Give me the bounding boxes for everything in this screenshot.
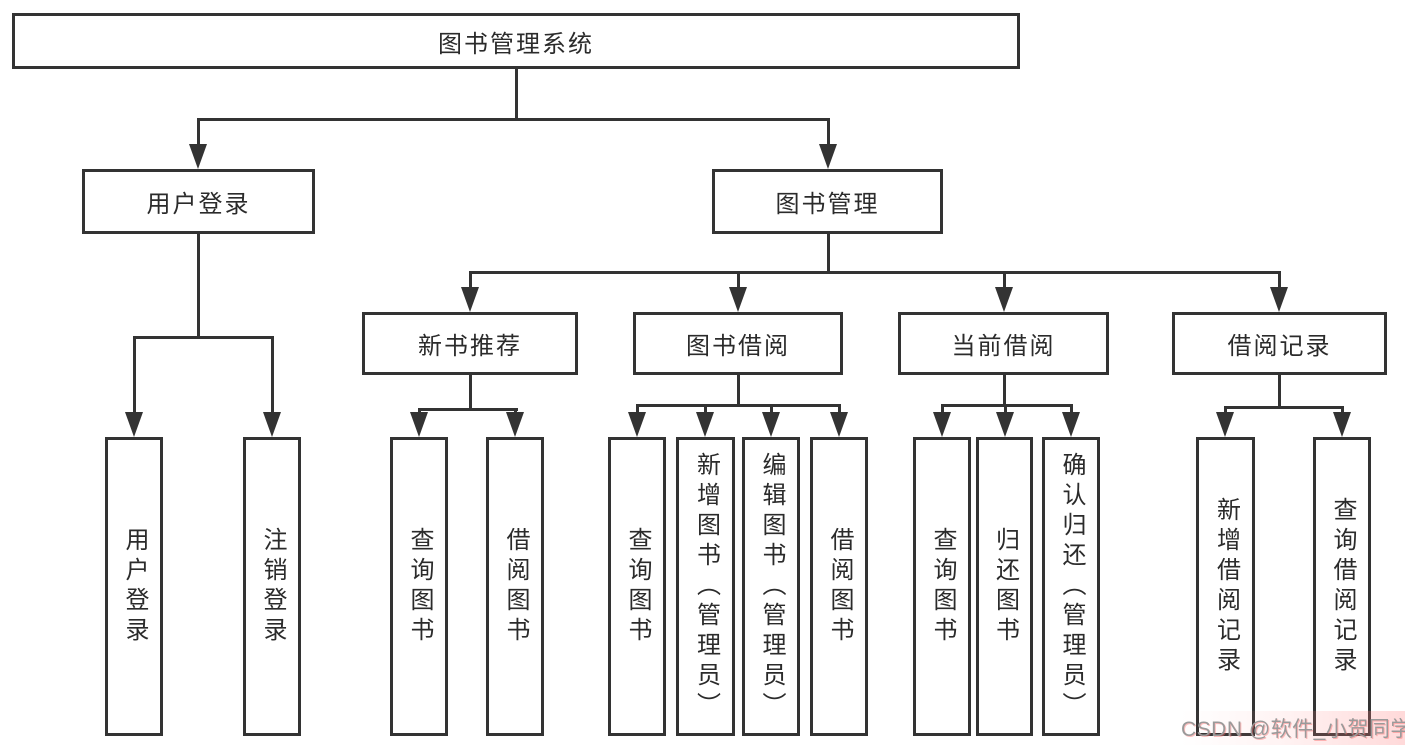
node-user-login: 用户登录: [82, 169, 315, 234]
node-new-book-recommendation: 新书推荐: [362, 312, 578, 375]
leaf-query-books-current: 查询图书: [913, 437, 971, 736]
node-book-management: 图书管理: [712, 169, 943, 234]
leaf-query-books-recommend: 查询图书: [390, 437, 448, 736]
leaf-query-books-borrowing: 查询图书: [608, 437, 666, 736]
node-current-borrowing: 当前借阅: [898, 312, 1109, 375]
connector-line: [770, 404, 773, 416]
connector-line: [469, 271, 472, 289]
arrow-down-icon: [933, 412, 951, 437]
connector-line: [1003, 375, 1006, 407]
connector-line: [1278, 271, 1281, 289]
connector-line: [827, 234, 830, 274]
leaf-add-book-admin: 新增图书（管理员）: [676, 437, 735, 736]
arrow-down-icon: [729, 287, 747, 312]
connector-line: [941, 404, 1073, 407]
connector-line: [737, 271, 740, 289]
csdn-watermark: CSDN @软件_小贺同学: [1181, 711, 1405, 745]
connector-line: [271, 336, 274, 416]
arrow-down-icon: [1062, 412, 1080, 437]
arrow-down-icon: [628, 412, 646, 437]
connector-line: [197, 118, 830, 121]
arrow-down-icon: [461, 287, 479, 312]
arrow-down-icon: [263, 412, 281, 437]
arrow-down-icon: [189, 144, 207, 169]
arrow-down-icon: [125, 412, 143, 437]
arrow-down-icon: [506, 412, 524, 437]
arrow-down-icon: [696, 412, 714, 437]
connector-line: [515, 69, 518, 118]
connector-line: [469, 375, 472, 411]
connector-line: [1004, 404, 1007, 416]
arrow-down-icon: [410, 412, 428, 437]
connector-line: [469, 271, 1281, 274]
connector-line: [133, 336, 136, 416]
leaf-edit-book-admin: 编辑图书（管理员）: [742, 437, 800, 736]
connector-line: [704, 404, 707, 416]
leaf-logout: 注销登录: [243, 437, 301, 736]
connector-line: [941, 404, 944, 416]
arrow-down-icon: [996, 412, 1014, 437]
connector-line: [827, 118, 830, 146]
arrow-down-icon: [1270, 287, 1288, 312]
arrow-down-icon: [762, 412, 780, 437]
leaf-confirm-return-admin: 确认归还（管理员）: [1042, 437, 1100, 736]
leaf-query-borrow-record: 查询借阅记录: [1313, 437, 1371, 736]
arrow-down-icon: [995, 287, 1013, 312]
connector-line: [1224, 406, 1344, 409]
connector-line: [737, 375, 740, 407]
connector-line: [133, 336, 274, 339]
leaf-return-books: 归还图书: [976, 437, 1033, 736]
node-borrowing-records: 借阅记录: [1172, 312, 1387, 375]
connector-line: [636, 404, 639, 416]
leaf-user-login: 用户登录: [105, 437, 163, 736]
arrow-down-icon: [830, 412, 848, 437]
arrow-down-icon: [1333, 412, 1351, 437]
connector-line: [418, 408, 518, 411]
connector-line: [1278, 375, 1281, 409]
leaf-borrow-books-borrowing: 借阅图书: [810, 437, 868, 736]
connector-line: [636, 404, 841, 407]
arrow-down-icon: [1216, 412, 1234, 437]
connector-line: [1003, 271, 1006, 289]
connector-line: [1070, 404, 1073, 416]
connector-line: [197, 234, 200, 336]
node-book-borrowing: 图书借阅: [633, 312, 843, 375]
leaf-add-borrow-record: 新增借阅记录: [1196, 437, 1255, 736]
leaf-borrow-books-recommend: 借阅图书: [486, 437, 544, 736]
connector-line: [197, 118, 200, 146]
arrow-down-icon: [819, 144, 837, 169]
node-library-management-system: 图书管理系统: [12, 13, 1020, 69]
connector-line: [838, 404, 841, 416]
